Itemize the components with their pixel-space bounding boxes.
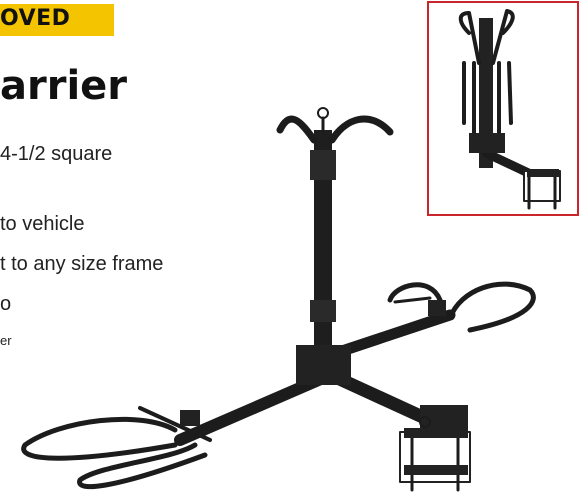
feature-item-frame: t to any size frame — [0, 253, 164, 275]
feature-item-5: er — [0, 333, 12, 348]
product-title: arrier — [0, 63, 128, 109]
approved-badge — [0, 4, 114, 36]
feature-item-hitch-size: 4-1/2 square — [0, 143, 113, 165]
feature-item-vehicle: to vehicle — [0, 213, 85, 235]
folded-rack-thumbnail — [427, 1, 579, 216]
feature-item-4: o — [0, 293, 12, 315]
approved-badge-label: OVED — [0, 6, 71, 31]
